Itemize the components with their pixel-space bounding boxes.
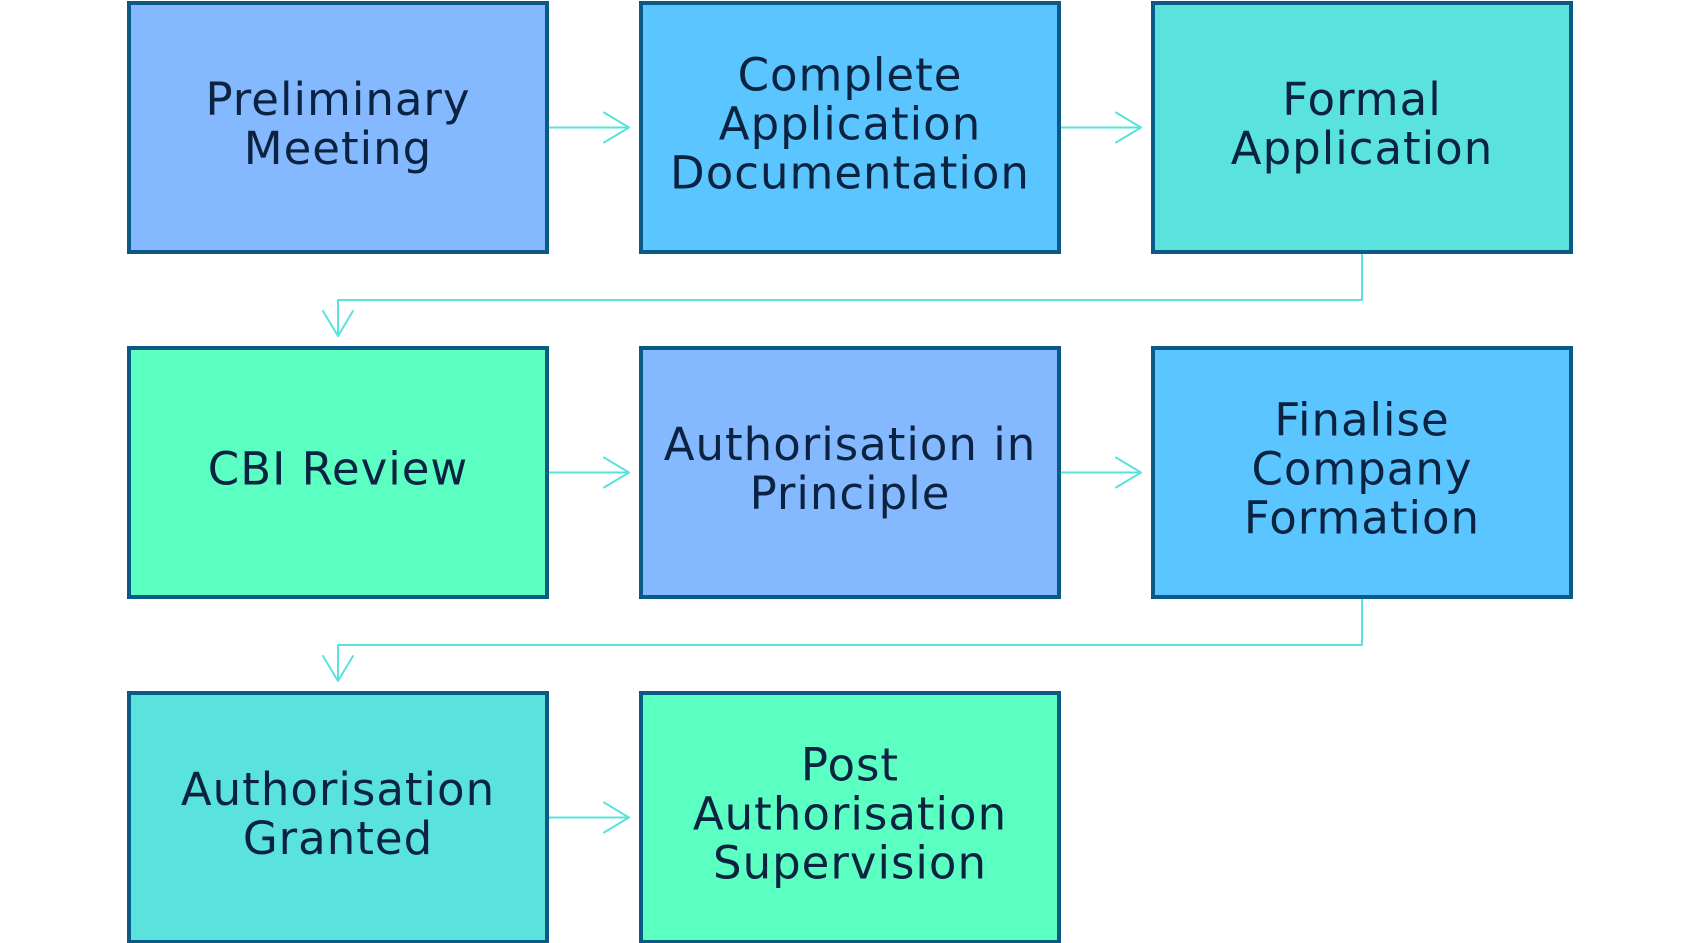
step-label-line: Authorisation (693, 788, 1007, 841)
arrow-head-icon (1115, 456, 1142, 489)
step-label-line: Post (801, 739, 899, 792)
step-label-line: Company (1251, 443, 1472, 496)
connector-line (337, 253, 1363, 337)
step-label-line: Principle (750, 467, 951, 520)
connector-line (337, 598, 1363, 682)
arrow-head-icon (603, 456, 630, 489)
step-box (639, 1, 1061, 254)
step-label-line: Complete (738, 49, 963, 102)
step-box (127, 691, 549, 943)
step-box (127, 346, 549, 599)
step-box (1151, 1, 1573, 254)
arrow-head-icon (603, 111, 630, 144)
step-label-line: Documentation (670, 147, 1030, 200)
step-label-line: Formation (1244, 492, 1480, 545)
step-label-line: Granted (243, 812, 433, 865)
arrow-head-icon (322, 655, 354, 682)
step-label-line: Formal (1282, 73, 1441, 126)
step-label-line: Preliminary (205, 73, 470, 126)
step-box (127, 1, 549, 254)
step-label-line: Supervision (713, 837, 987, 890)
arrow-head-icon (603, 801, 630, 834)
step-box (639, 346, 1061, 599)
step-label-line: Application (719, 98, 981, 151)
step-label-line: Finalise (1274, 394, 1449, 447)
step-label-line: Authorisation (181, 763, 495, 816)
step-label-line: Authorisation in (664, 418, 1037, 471)
connectors (322, 111, 1363, 834)
arrow-head-icon (322, 310, 354, 337)
step-cbi-review: CBI Review (127, 346, 549, 599)
steps: PreliminaryMeetingCompleteApplicationDoc… (127, 1, 1573, 943)
step-box (639, 691, 1061, 943)
step-label-line: CBI Review (208, 443, 468, 496)
step-box (1151, 346, 1573, 599)
step-label-line: Application (1231, 122, 1493, 175)
arrow-head-icon (1115, 111, 1142, 144)
step-label-line: Meeting (244, 122, 432, 175)
